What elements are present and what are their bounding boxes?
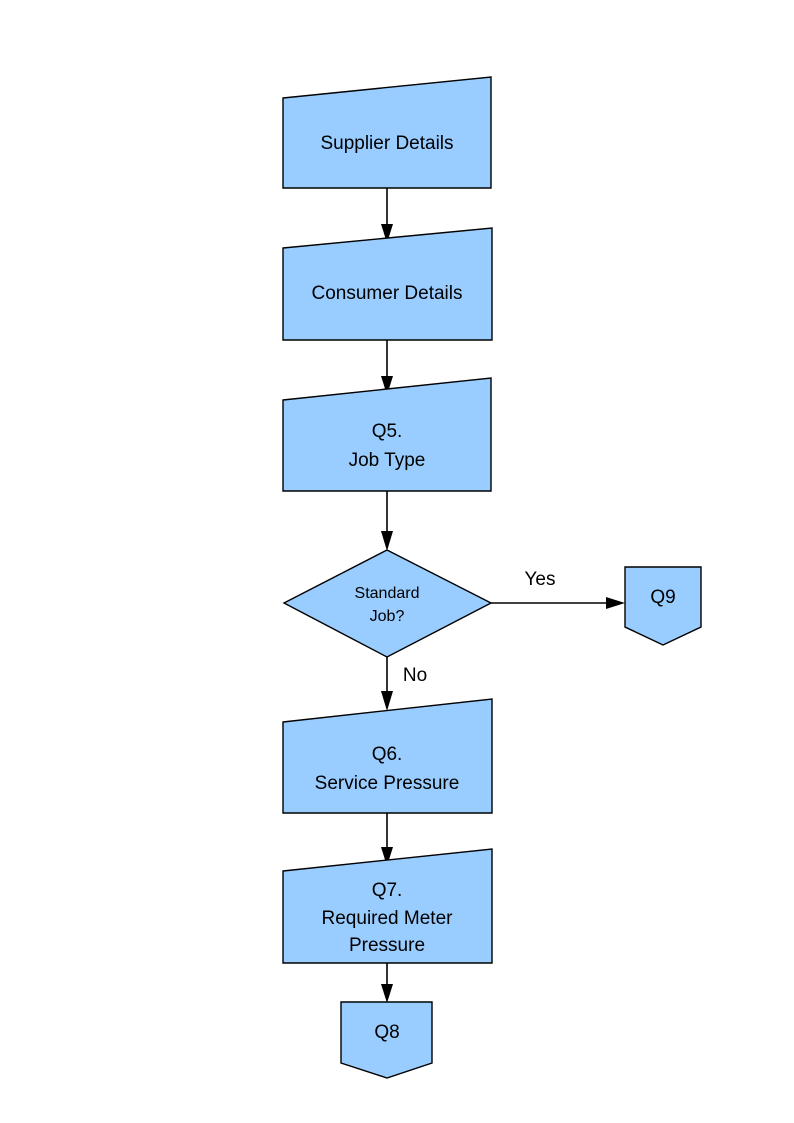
edge-label-no: No (403, 665, 427, 686)
node-standard-job-decision[interactable]: Standard Job? (282, 549, 493, 658)
node-label-q7-line2: Required Meter (322, 908, 454, 929)
node-shape-slanted-top-rectangle[interactable] (282, 227, 493, 341)
arrowhead-icon (381, 376, 393, 395)
node-shape-diamond[interactable] (282, 549, 493, 658)
node-label-q6-line1: Q6. (372, 744, 403, 765)
node-q8[interactable]: Q8 (340, 1001, 433, 1079)
node-label-q5-line1: Q5. (372, 421, 403, 442)
edge-q6-to-q7 (381, 813, 393, 866)
node-q7-required-meter-pressure[interactable]: Q7. Required Meter Pressure (282, 848, 493, 964)
node-shape-slanted-top-rectangle[interactable] (282, 76, 492, 189)
node-label-q9: Q9 (650, 587, 675, 608)
node-supplier-details[interactable]: Supplier Details (282, 76, 492, 189)
node-label-supplier-details: Supplier Details (320, 133, 453, 154)
arrowhead-icon (381, 984, 393, 1003)
arrowhead-icon (381, 224, 393, 243)
edge-q7-to-q8 (381, 963, 393, 1003)
edge-label-yes: Yes (525, 569, 556, 590)
edge-supplier-to-consumer (381, 188, 393, 243)
arrowhead-icon (381, 691, 393, 711)
edge-consumer-to-q5 (381, 340, 393, 395)
node-label-q6-line2: Service Pressure (315, 773, 460, 794)
node-label-q7-line3: Pressure (349, 935, 425, 956)
node-label-consumer-details: Consumer Details (312, 283, 463, 304)
node-shape-slanted-top-rectangle[interactable] (282, 848, 493, 964)
node-shape-slanted-top-rectangle[interactable] (282, 698, 493, 814)
node-q9[interactable]: Q9 (624, 566, 702, 646)
arrowhead-icon (606, 597, 625, 609)
edge-standard-job-to-q9 (491, 597, 625, 609)
edge-q5-to-standard-job (381, 491, 393, 551)
node-shape-pentagon-down[interactable] (340, 1001, 433, 1079)
node-label-standard-job-line1: Standard (355, 585, 420, 602)
node-q5-job-type[interactable]: Q5. Job Type (282, 377, 492, 492)
node-label-q8: Q8 (374, 1022, 399, 1043)
node-label-standard-job-line2: Job? (370, 608, 405, 625)
arrowhead-icon (381, 847, 393, 866)
node-shape-slanted-top-rectangle[interactable] (282, 377, 492, 492)
node-label-q7-line1: Q7. (372, 880, 403, 901)
edge-standard-job-to-q6 (381, 657, 393, 711)
node-q6-service-pressure[interactable]: Q6. Service Pressure (282, 698, 493, 814)
arrowhead-icon (381, 531, 393, 551)
node-consumer-details[interactable]: Consumer Details (282, 227, 493, 341)
node-label-q5-line2: Job Type (349, 450, 426, 471)
node-shape-pentagon-down[interactable] (624, 566, 702, 646)
